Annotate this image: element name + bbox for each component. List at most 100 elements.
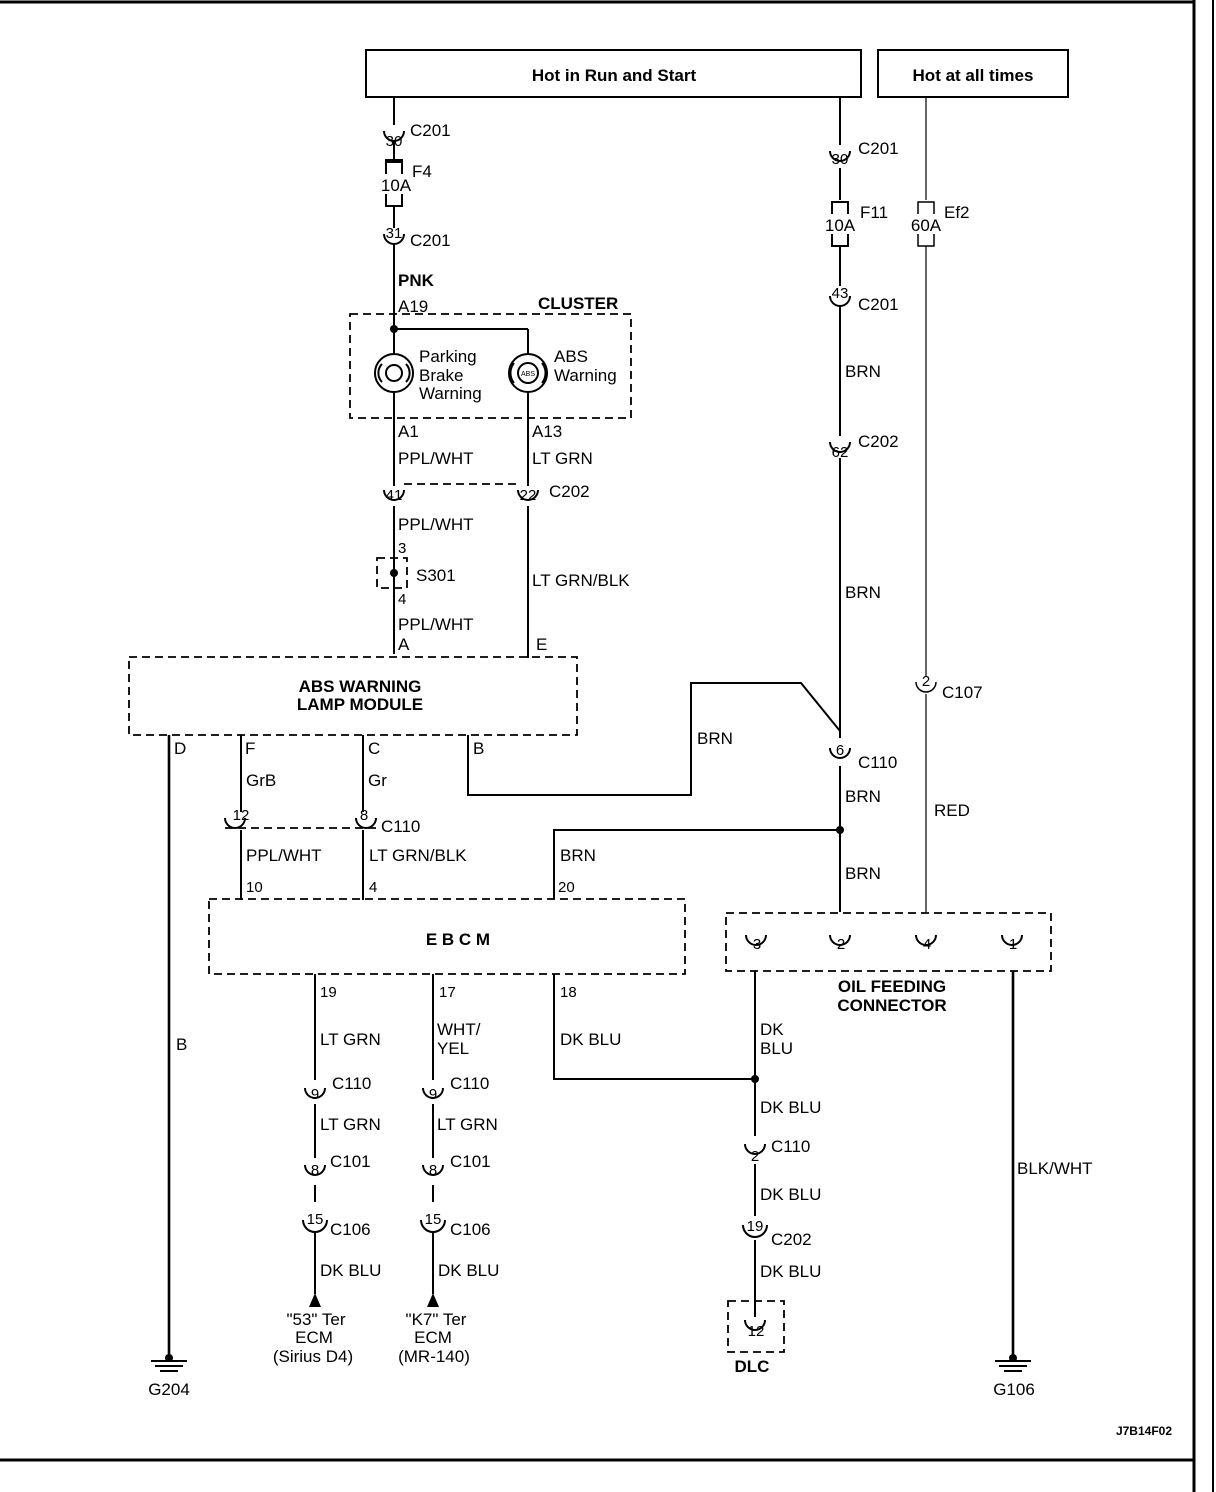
abs-lamp-icon: ABS xyxy=(508,353,548,393)
pin-9-c110-a: 9 xyxy=(311,1086,319,1103)
pin-3-s301: 3 xyxy=(398,540,406,557)
c201-label-1: C201 xyxy=(410,121,451,140)
pin-19-ebcm: 19 xyxy=(320,984,337,1001)
abs-module-pin-e: E xyxy=(536,635,547,654)
c202-label-3: C202 xyxy=(771,1230,812,1249)
ofc-pin-4: 4 xyxy=(923,936,931,953)
abs-module-pin-b: B xyxy=(473,739,484,758)
abs-module-title-1: ABS WARNING xyxy=(299,677,422,696)
wire-grb: GrB xyxy=(246,771,276,790)
pin-43-c201: 43 xyxy=(832,285,849,302)
pin-6-c110: 6 xyxy=(836,742,844,759)
c202-label-2: C202 xyxy=(858,432,899,451)
pin-8-c101-b: 8 xyxy=(429,1162,437,1179)
c107-label: C107 xyxy=(942,683,983,702)
wire-dk-blu-k7: DK BLU xyxy=(438,1261,499,1280)
ground-g106-label: G106 xyxy=(993,1380,1035,1399)
wire-brn-3: BRN xyxy=(845,787,881,806)
parking-label-1: Parking xyxy=(419,347,477,366)
feed-f4-circuit xyxy=(383,97,405,329)
oil-feeding-connector xyxy=(725,912,1052,972)
pin-12-c110: 12 xyxy=(233,807,250,824)
ecm-53-terminal-icon xyxy=(309,1293,321,1307)
wire-gr: Gr xyxy=(368,771,387,790)
pin-19-c202: 19 xyxy=(747,1218,764,1235)
feed-f11-circuit xyxy=(829,97,851,912)
c101-label-1: C101 xyxy=(330,1152,371,1171)
parking-brake-lamp-icon xyxy=(374,353,414,393)
ground-g204-label: G204 xyxy=(148,1380,190,1399)
hot-all-times-label: Hot at all times xyxy=(913,66,1034,85)
pin-18-ebcm: 18 xyxy=(560,984,577,1001)
wire-lt-grn-blk: LT GRN/BLK xyxy=(532,571,630,590)
ecm-k7-label-3: (MR-140) xyxy=(398,1347,470,1366)
ebcm-title: E B C M xyxy=(426,930,490,949)
ecm-53-label-2: ECM xyxy=(295,1328,333,1347)
c201-label-2: C201 xyxy=(410,231,451,250)
pin-41: 41 xyxy=(386,487,403,504)
wire-lt-grn: LT GRN xyxy=(532,449,593,468)
hot-run-start-label: Hot in Run and Start xyxy=(532,66,697,85)
parking-label-2: Brake xyxy=(419,366,463,385)
wire-red: RED xyxy=(934,801,970,820)
ecm-53-label-1: "53" Ter xyxy=(286,1310,345,1329)
c110-label-3: C110 xyxy=(450,1074,489,1093)
pin-8-c101-a: 8 xyxy=(311,1162,319,1179)
ofc-pin-2: 2 xyxy=(837,936,845,953)
pin-17-ebcm: 17 xyxy=(439,984,456,1001)
svg-text:ABS: ABS xyxy=(521,371,535,378)
s301-label: S301 xyxy=(416,566,456,585)
pin-30-c201-right: 30 xyxy=(832,151,849,168)
pin-15-c106-b: 15 xyxy=(425,1211,442,1228)
pin-31-c201: 31 xyxy=(386,225,403,242)
pin-a13: A13 xyxy=(532,422,562,441)
wire-wht-yel-1: WHT/ xyxy=(437,1020,481,1039)
wire-lt-grn-blk-2: LT GRN/BLK xyxy=(369,846,467,865)
ofc-title-2: CONNECTOR xyxy=(837,996,946,1015)
wire-dk-blu-ofc-1: DK xyxy=(760,1020,784,1039)
pin-10-ebcm: 10 xyxy=(246,879,263,896)
ebcm-box xyxy=(208,898,686,975)
pin-2-c110: 2 xyxy=(751,1148,759,1165)
wire-b: B xyxy=(176,1035,187,1054)
abs-module-title-2: LAMP MODULE xyxy=(297,695,423,714)
ground-g106-icon xyxy=(995,1354,1031,1372)
hot-all-times-box xyxy=(877,49,1069,98)
wire-brn-1: BRN xyxy=(845,362,881,381)
pin-12-dlc: 12 xyxy=(748,1323,765,1340)
cluster-title: CLUSTER xyxy=(538,294,618,313)
pin-2-c107: 2 xyxy=(922,673,930,690)
ofc-pin-3: 3 xyxy=(753,936,761,953)
pin-15-c106-a: 15 xyxy=(307,1211,324,1228)
ecm-53-label-3: (Sirius D4) xyxy=(273,1347,353,1366)
ground-g204-icon xyxy=(151,1354,187,1372)
wire-dk-blu-53: DK BLU xyxy=(320,1261,381,1280)
abs-label-1: ABS xyxy=(554,347,588,366)
wire-blk-wht: BLK/WHT xyxy=(1017,1159,1093,1178)
wire-brn-5: BRN xyxy=(845,864,881,883)
abs-warning-lamp-module xyxy=(128,656,578,736)
ofc-pin-1: 1 xyxy=(1009,936,1017,953)
c110-label-5: C110 xyxy=(771,1137,810,1156)
wire-brn-6: BRN xyxy=(560,846,596,865)
wire-dk-blu-ofc-2: BLU xyxy=(760,1039,793,1058)
pin-4-s301: 4 xyxy=(398,591,406,608)
pin-20-ebcm: 20 xyxy=(558,879,575,896)
c101-label-2: C101 xyxy=(450,1152,491,1171)
wire-ppl-wht-1: PPL/WHT xyxy=(398,449,474,468)
ecm-k7-label-1: "K7" Ter xyxy=(406,1310,467,1329)
f4-rating: 10A xyxy=(381,176,412,195)
cluster-box xyxy=(349,313,632,419)
wire-pnk: PNK xyxy=(398,271,435,290)
c202-label-1: C202 xyxy=(549,482,590,501)
pin-a1: A1 xyxy=(398,422,419,441)
pin-4-ebcm: 4 xyxy=(369,879,377,896)
f11-rating: 10A xyxy=(825,216,856,235)
ofc-title-1: OIL FEEDING xyxy=(838,977,946,996)
abs-module-pin-f: F xyxy=(245,739,255,758)
figure-id: J7B14F02 xyxy=(1116,1424,1172,1438)
ecm-k7-label-2: ECM xyxy=(414,1328,452,1347)
wire-dk-blu-18: DK BLU xyxy=(560,1030,621,1049)
pin-22: 22 xyxy=(520,487,537,504)
wire-lt-grn-17: LT GRN xyxy=(437,1115,498,1134)
